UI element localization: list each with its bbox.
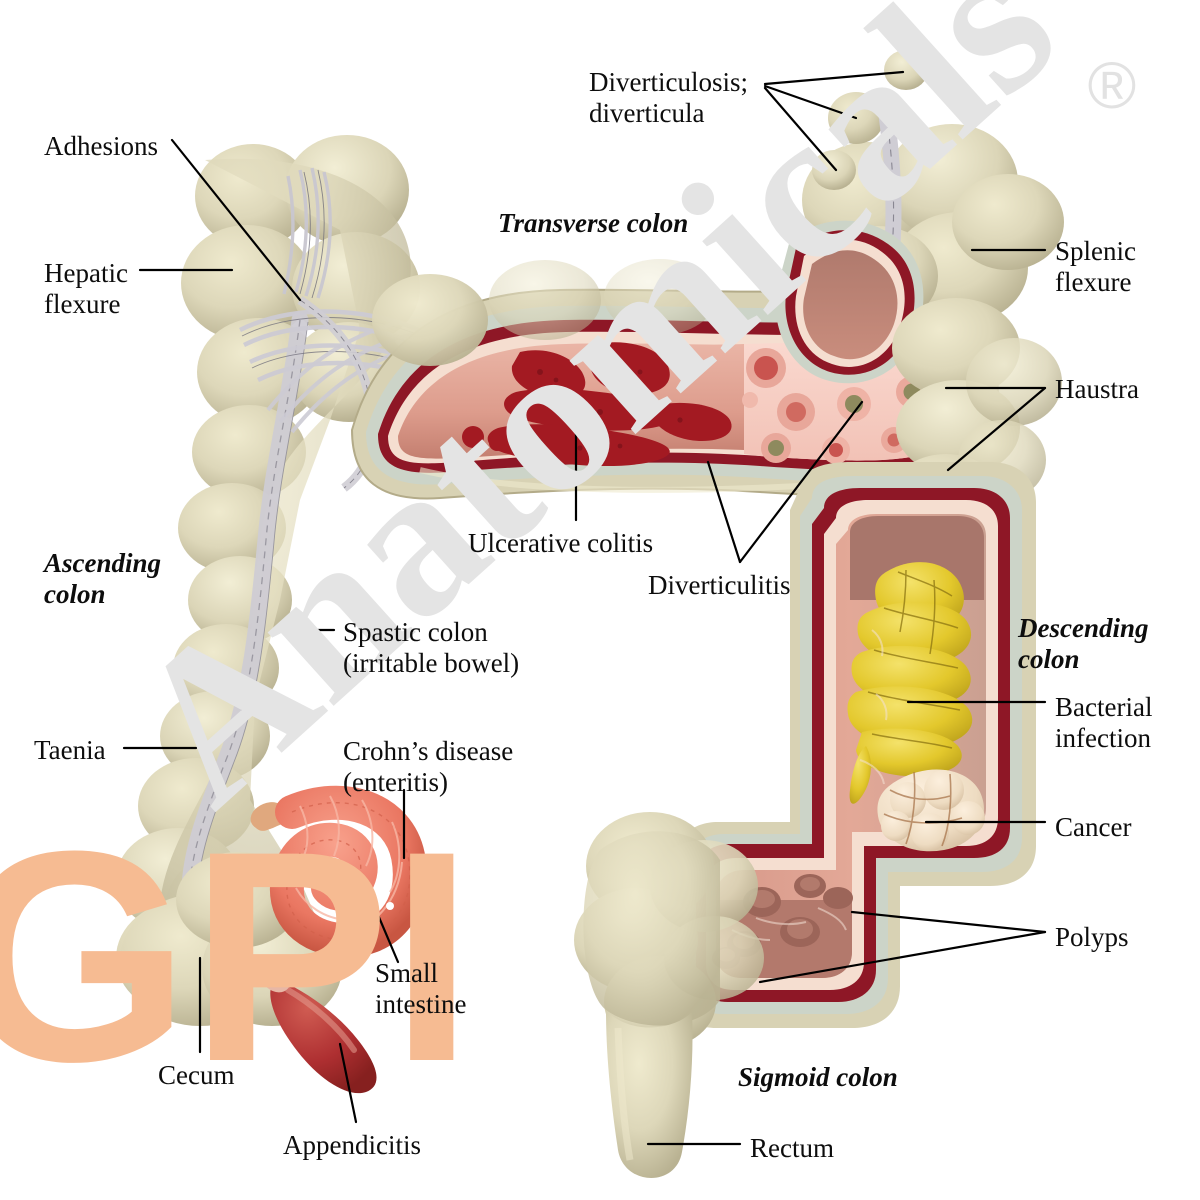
ulcerative-colitis-lesions — [462, 342, 732, 467]
callout-small-intestine: Small intestine — [375, 958, 467, 1019]
callout-diverticulitis: Diverticulitis — [648, 570, 791, 600]
callout-adhesions: Adhesions — [44, 131, 158, 161]
region-label-transverse-colon: Transverse colon — [498, 208, 689, 238]
callout-appendicitis: Appendicitis — [283, 1130, 421, 1160]
callout-cecum: Cecum — [158, 1060, 235, 1090]
rectum — [606, 1010, 693, 1179]
splenic-flexure-segment — [775, 50, 1064, 546]
taenia-band — [181, 311, 309, 909]
cecum-appendix-region — [120, 785, 427, 1094]
callout-rectum: Rectum — [750, 1133, 834, 1163]
appendix — [261, 963, 377, 1094]
callout-polyps: Polyps — [1055, 922, 1129, 952]
bacterial-infection-exudate — [847, 562, 973, 804]
cancer-mass — [877, 769, 985, 852]
descending-sigmoid-segment — [574, 462, 1036, 1179]
region-label-ascending-colon: Ascending colon — [44, 548, 162, 609]
region-label-sigmoid-colon: Sigmoid colon — [738, 1062, 898, 1092]
callout-diverticulosis: Diverticulosis; diverticula — [589, 67, 748, 128]
callout-spastic-colon: Spastic colon (irritable bowel) — [343, 617, 520, 678]
leader-lines — [122, 70, 1047, 1146]
callout-hepatic-flexure: Hepatic flexure — [44, 258, 128, 319]
taenia-band-splenic — [876, 90, 902, 258]
callout-ulcerative-colitis: Ulcerative colitis — [468, 528, 654, 558]
callout-cancer: Cancer — [1055, 812, 1132, 842]
callout-taenia: Taenia — [34, 735, 106, 765]
small-intestine-loop — [269, 785, 427, 958]
callout-crohns-disease: Crohn’s disease (enteritis) — [343, 736, 514, 797]
region-label-descending-colon: Descending colon — [1018, 613, 1149, 674]
callout-splenic-flexure: Splenic flexure — [1055, 236, 1136, 297]
callout-bacterial-infection: Bacterial infection — [1055, 692, 1153, 753]
callout-haustra: Haustra — [1055, 374, 1139, 404]
